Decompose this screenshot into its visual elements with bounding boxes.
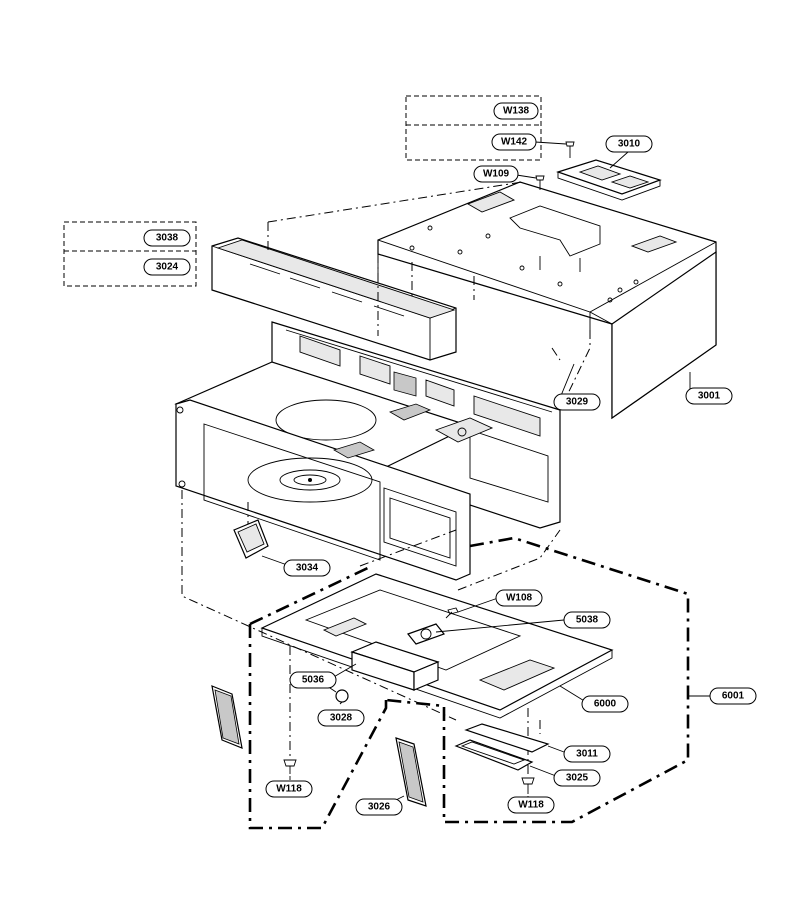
svg-text:W118: W118 (518, 800, 544, 811)
svg-text:W142: W142 (501, 137, 528, 148)
screw-w118-right (521, 777, 535, 794)
label-w142: W142 (491, 133, 537, 151)
kit-box-w138-w142 (405, 95, 542, 161)
screw-w109 (535, 175, 545, 190)
front-grille-3024 (211, 237, 457, 361)
label-w118-right: W118 (507, 796, 555, 814)
svg-text:3034: 3034 (296, 563, 319, 574)
svg-text:3024: 3024 (156, 262, 179, 273)
label-6000: 6000 (581, 695, 629, 713)
label-5036: 5036 (289, 671, 337, 689)
base-plate-6000 (260, 573, 614, 719)
svg-text:3038: 3038 (156, 233, 179, 244)
svg-text:6001: 6001 (722, 691, 745, 702)
lamp-cover-3011 (464, 723, 550, 753)
svg-text:W138: W138 (503, 106, 530, 117)
lamp-holder-3025 (454, 739, 534, 771)
svg-text:3001: 3001 (698, 391, 721, 402)
label-3001: 3001 (685, 387, 733, 405)
svg-text:3029: 3029 (566, 397, 589, 408)
kit-box-3038-3024 (63, 221, 197, 287)
svg-text:5038: 5038 (576, 615, 599, 626)
label-3010: 3010 (605, 135, 653, 153)
alignment-lines (181, 181, 591, 776)
bracket-3010 (556, 159, 662, 201)
label-3038: 3038 (143, 229, 191, 247)
svg-text:6000: 6000 (594, 699, 617, 710)
label-3025: 3025 (553, 769, 601, 787)
label-5038: 5038 (563, 611, 611, 629)
svg-text:5036: 5036 (302, 675, 325, 686)
screw-side (539, 256, 581, 272)
label-w138: W138 (493, 102, 539, 120)
label-3029: 3029 (553, 393, 601, 411)
svg-text:3025: 3025 (566, 773, 589, 784)
svg-text:3010: 3010 (618, 139, 641, 150)
svg-text:3026: 3026 (368, 802, 391, 813)
svg-text:W118: W118 (276, 784, 302, 795)
label-3028: 3028 (317, 709, 365, 727)
label-w108: W108 (495, 589, 543, 607)
label-6001: 6001 (709, 687, 757, 705)
svg-text:W108: W108 (506, 593, 533, 604)
assembly-outline-6001 (248, 536, 690, 830)
grease-filter-left (211, 685, 243, 749)
grease-filter-3026 (395, 737, 427, 807)
svg-text:3011: 3011 (576, 749, 598, 760)
panel-3034 (233, 519, 269, 559)
outer-case-3001 (377, 181, 717, 420)
label-w118-left: W118 (265, 780, 313, 798)
label-3011: 3011 (563, 745, 611, 763)
svg-text:3028: 3028 (330, 713, 353, 724)
oven-cavity-chassis (174, 321, 561, 581)
screw-w142 (565, 141, 575, 158)
label-3024: 3024 (143, 258, 191, 276)
label-w109: W109 (473, 165, 519, 183)
screw-w118-left (283, 759, 297, 774)
label-3034: 3034 (283, 559, 331, 577)
svg-text:W109: W109 (483, 169, 510, 180)
label-3026: 3026 (355, 798, 403, 816)
